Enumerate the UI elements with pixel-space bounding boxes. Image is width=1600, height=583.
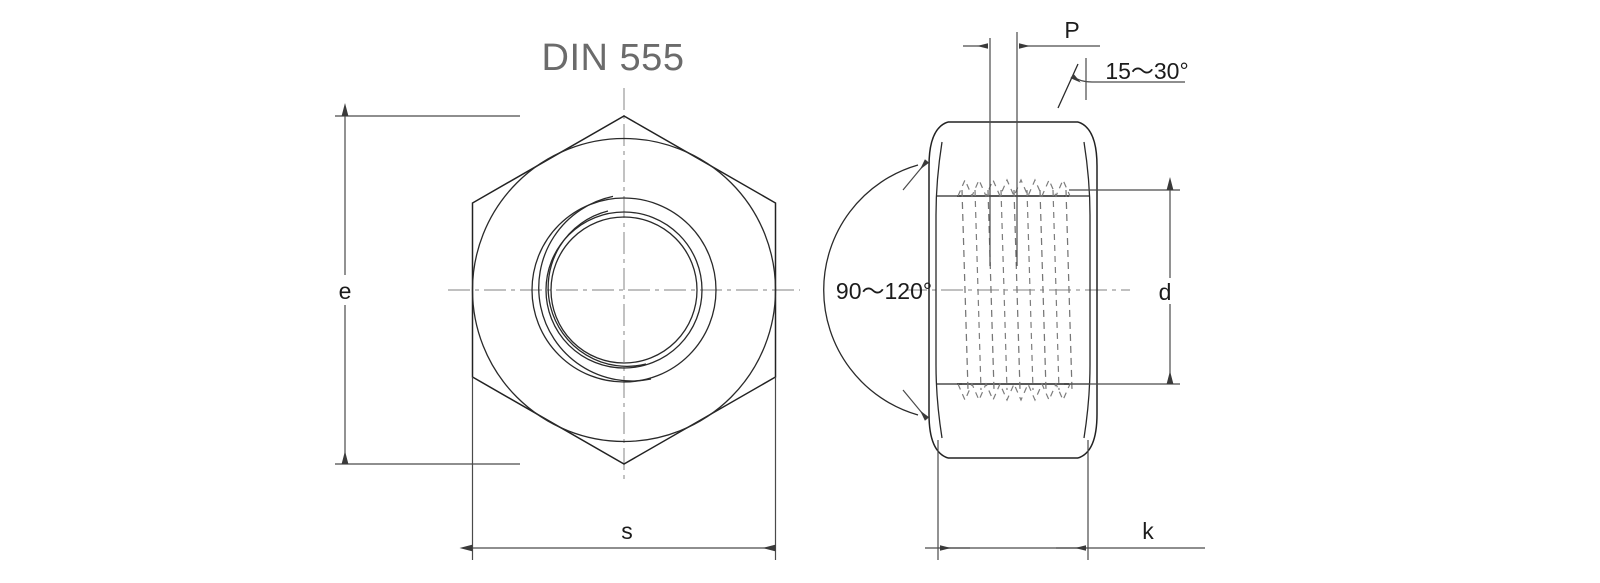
side-right-face-contour bbox=[1083, 141, 1091, 439]
thread-partial-arc-inner bbox=[547, 210, 647, 367]
side-view: P 15～30° 90～120° d bbox=[823, 17, 1205, 560]
side-left-chamfer-bottom bbox=[928, 413, 949, 459]
chamfer-angle-label: 15～30° bbox=[1105, 58, 1188, 84]
thread-crest-bottom bbox=[957, 382, 1071, 402]
dimension-label-k: k bbox=[1142, 518, 1154, 544]
cone-angle-arrow-bottom bbox=[902, 389, 930, 421]
chamfer-angle-annotation: 15～30° bbox=[1057, 58, 1189, 109]
hexagon-outline bbox=[471, 115, 777, 465]
dimension-k: k bbox=[925, 440, 1205, 560]
dimension-label-d: d bbox=[1159, 279, 1172, 305]
dimension-P: P bbox=[963, 17, 1100, 266]
cone-angle-arc bbox=[823, 164, 919, 416]
thread-minor-circle bbox=[545, 211, 703, 369]
chamfer-angle-leader bbox=[1070, 73, 1185, 83]
internal-thread-hidden-lines bbox=[957, 178, 1073, 402]
cone-angle-label: 90～120° bbox=[836, 278, 932, 304]
dimension-label-s: s bbox=[621, 518, 633, 544]
thread-partial-arc bbox=[538, 195, 652, 382]
bore-circle bbox=[550, 216, 698, 364]
thread-major-circle bbox=[531, 197, 717, 383]
thread-crest-top bbox=[957, 178, 1071, 198]
side-right-chamfer-top bbox=[1077, 121, 1098, 414]
front-view: e s bbox=[335, 88, 800, 560]
side-right-chamfer-bottom bbox=[1077, 413, 1098, 459]
page-title: DIN 555 bbox=[542, 37, 685, 79]
cone-angle-annotation: 90～120° bbox=[823, 159, 932, 421]
dimension-label-e: e bbox=[339, 278, 352, 304]
side-left-face-contour bbox=[935, 141, 943, 439]
chamfer-angle-reference-line bbox=[1057, 63, 1079, 109]
dimension-d: d bbox=[1069, 177, 1180, 385]
chamfer-circle bbox=[471, 137, 777, 443]
cone-angle-arrow-top bbox=[902, 159, 930, 191]
dimension-label-P: P bbox=[1064, 17, 1079, 43]
